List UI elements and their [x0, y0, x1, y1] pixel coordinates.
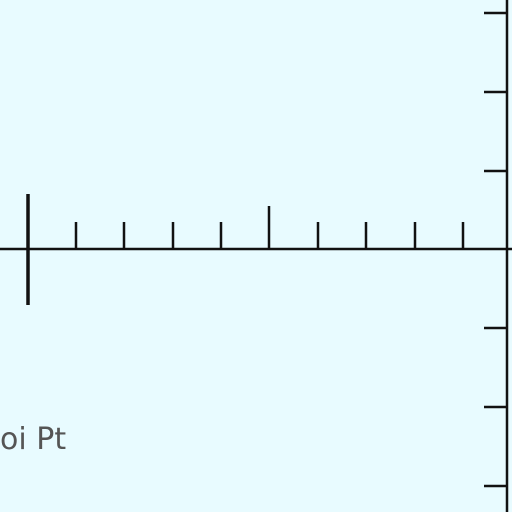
roi-point-label: oi Pt	[0, 422, 67, 457]
